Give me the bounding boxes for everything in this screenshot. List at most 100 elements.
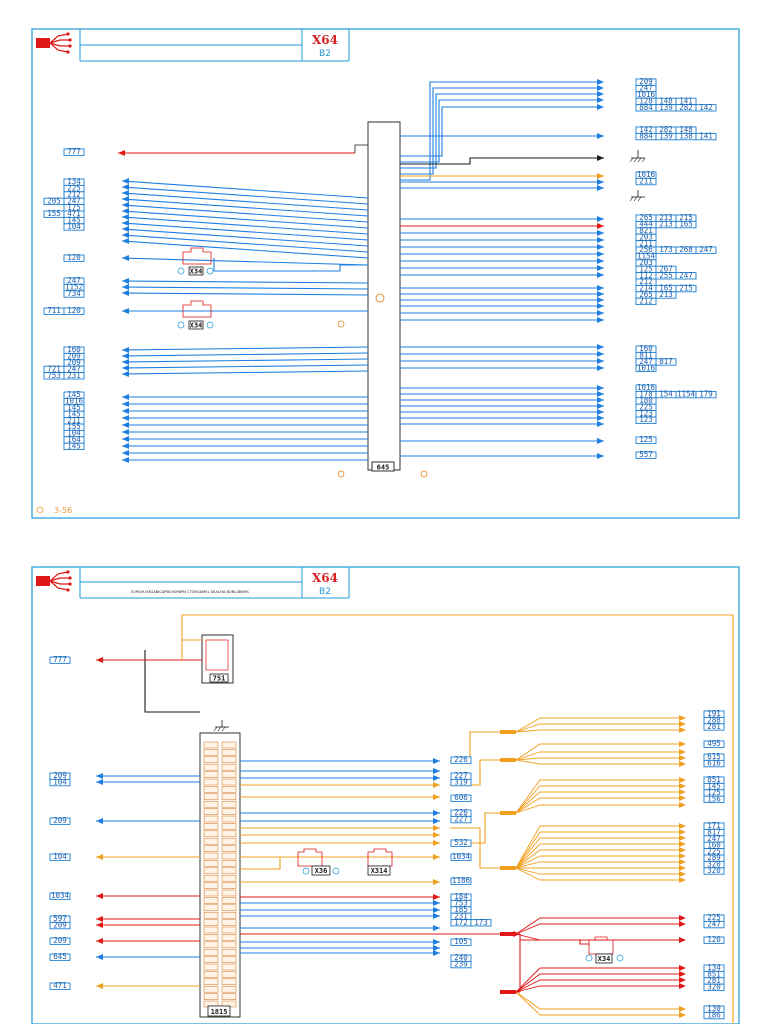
reference-number: 616: [707, 759, 721, 768]
reference-box[interactable]: [703, 740, 725, 748]
reference-number: 154: [659, 390, 673, 399]
connector-pin: [221, 956, 237, 963]
reference-box[interactable]: [450, 839, 472, 847]
reference-box[interactable]: [695, 132, 717, 141]
arrow-right-icon: [433, 913, 440, 919]
connector-pin: [221, 741, 237, 749]
arrow-left-icon: [96, 954, 103, 960]
reference-box[interactable]: [655, 291, 677, 299]
reference-number: 145: [67, 216, 81, 225]
relay-label: 751: [213, 675, 226, 683]
reference-box[interactable]: [703, 867, 725, 875]
wire: [213, 258, 368, 272]
reference-number: 231: [454, 911, 468, 920]
reference-box[interactable]: [675, 220, 697, 229]
reference-number: 214: [639, 284, 653, 293]
reference-box[interactable]: [635, 436, 657, 444]
reference-box[interactable]: [63, 148, 85, 156]
reference-box[interactable]: [635, 364, 657, 373]
arrow-right-icon: [679, 921, 686, 927]
reference-box[interactable]: [703, 795, 725, 804]
arrow-right-icon: [679, 1006, 686, 1012]
connector-pin: [203, 956, 219, 963]
reference-number: 191: [707, 709, 721, 718]
reference-box[interactable]: [450, 778, 472, 787]
reference-box[interactable]: [635, 177, 657, 186]
reference-box[interactable]: [635, 451, 657, 459]
arrow-right-icon: [597, 79, 604, 85]
wire: [515, 743, 680, 761]
reference-box[interactable]: [49, 853, 71, 861]
reference-box[interactable]: [703, 1011, 725, 1020]
reference-box[interactable]: [49, 982, 71, 990]
connector-pin: [221, 882, 237, 889]
arrow-left-icon: [122, 443, 129, 449]
reference-number: 180: [639, 396, 653, 405]
reference-number: 145: [67, 403, 81, 412]
arrow-right-icon: [597, 409, 604, 415]
reference-number: 209: [67, 358, 81, 367]
connector-pin: [203, 904, 219, 912]
relay-label-box: [209, 673, 229, 683]
reference-box[interactable]: [49, 778, 71, 787]
arrow-left-icon: [122, 347, 129, 353]
wire: [121, 222, 369, 241]
reference-box[interactable]: [63, 223, 85, 231]
reference-box[interactable]: [450, 877, 472, 885]
reference-box[interactable]: [49, 817, 71, 825]
reference-number: 160: [67, 345, 81, 354]
reference-box[interactable]: [703, 723, 725, 731]
reference-number: 171: [707, 821, 721, 830]
arrow-right-icon: [433, 775, 440, 781]
reference-box[interactable]: [703, 759, 725, 768]
arrow-right-icon: [679, 983, 686, 989]
reference-number: 209: [53, 816, 67, 825]
reference-box[interactable]: [63, 290, 85, 298]
reference-number: 320: [707, 982, 721, 991]
reference-box[interactable]: [49, 953, 71, 961]
reference-box[interactable]: [470, 919, 492, 927]
reference-box[interactable]: [635, 297, 657, 306]
reference-number: 211: [639, 177, 653, 186]
reference-box[interactable]: [49, 921, 71, 930]
arrow-left-icon: [96, 916, 103, 922]
reference-box[interactable]: [63, 254, 85, 262]
splice-icon: [500, 811, 516, 815]
wire: [400, 81, 598, 181]
reference-box[interactable]: [675, 284, 697, 293]
arrow-right-icon: [679, 847, 686, 853]
reference-box[interactable]: [703, 936, 725, 944]
reference-box[interactable]: [49, 656, 71, 664]
circle-marker-icon: [420, 470, 428, 478]
reference-box[interactable]: [450, 960, 472, 969]
reference-number: 145: [67, 390, 81, 399]
reference-box[interactable]: [695, 390, 717, 399]
sheet-2-title: X64: [312, 571, 338, 585]
wire: [520, 939, 589, 945]
reference-box[interactable]: [635, 416, 657, 424]
connector-pin: [203, 852, 219, 860]
wire: [515, 785, 680, 814]
reference-box-group: 1034: [49, 891, 71, 900]
reference-box[interactable]: [695, 104, 717, 112]
reference-box[interactable]: [695, 246, 717, 254]
reference-box[interactable]: [450, 756, 472, 764]
reference-box[interactable]: [703, 920, 725, 929]
reference-box[interactable]: [63, 442, 85, 451]
reference-box[interactable]: [450, 853, 472, 861]
reference-box[interactable]: [450, 938, 472, 946]
reference-box[interactable]: [63, 307, 85, 315]
reference-box[interactable]: [49, 937, 71, 945]
reference-box[interactable]: [49, 892, 71, 900]
splice-icon: [500, 866, 516, 870]
reference-box[interactable]: [450, 794, 472, 802]
wire: [515, 967, 680, 993]
reference-box[interactable]: [63, 372, 85, 380]
component-label: X36: [315, 867, 328, 875]
reference-box[interactable]: [675, 272, 697, 280]
reference-box[interactable]: [703, 983, 725, 992]
reference-box[interactable]: [655, 358, 677, 366]
arrow-right-icon: [679, 829, 686, 835]
reference-box[interactable]: [450, 815, 472, 824]
